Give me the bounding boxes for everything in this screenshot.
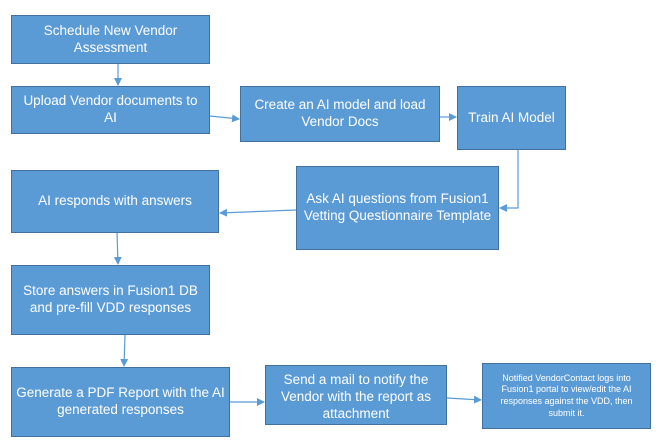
arrow-responds-to-store <box>113 232 122 265</box>
step-ask-ai-questions-label: Ask AI questions from Fusion1 Vetting Qu… <box>303 191 492 223</box>
arrow-send-mail-to-notified <box>446 395 482 404</box>
step-create-ai-model: Create an AI model and load Vendor Docs <box>240 86 440 142</box>
arrow-train-to-ask <box>499 150 519 212</box>
step-store-answers-label: Store answers in Fusion1 DB and pre-fill… <box>23 283 198 315</box>
step-upload-documents-label: Upload Vendor documents to AI <box>23 93 198 125</box>
arrow-upload-to-create-model <box>209 114 240 123</box>
arrow-store-to-generate <box>120 334 129 367</box>
step-train-ai-model: Train AI Model <box>457 86 566 150</box>
step-generate-pdf-report-label: Generate a PDF Report with the AI genera… <box>16 385 225 417</box>
step-ai-responds-label: AI responds with answers <box>38 193 192 209</box>
step-vendor-notified: Notified VendorContact logs into Fusion1… <box>482 363 651 429</box>
step-schedule-assessment-label: Schedule New Vendor Assessment <box>43 22 178 55</box>
step-ask-ai-questions: Ask AI questions from Fusion1 Vetting Qu… <box>296 166 499 250</box>
step-upload-documents: Upload Vendor documents to AI <box>11 86 210 134</box>
step-send-mail: Send a mail to notify the Vendor with th… <box>265 365 447 425</box>
step-create-ai-model-label: Create an AI model and load Vendor Docs <box>254 97 426 129</box>
step-vendor-notified-label: Notified VendorContact logs into Fusion1… <box>500 372 633 418</box>
step-schedule-assessment: Schedule New Vendor Assessment <box>11 15 210 64</box>
arrow-ask-to-responds <box>219 208 297 217</box>
step-ai-responds: AI responds with answers <box>11 170 219 233</box>
step-train-ai-model-label: Train AI Model <box>468 109 555 125</box>
step-send-mail-label: Send a mail to notify the Vendor with th… <box>280 372 432 421</box>
step-store-answers: Store answers in Fusion1 DB and pre-fill… <box>11 265 210 335</box>
step-generate-pdf-report: Generate a PDF Report with the AI genera… <box>11 367 230 437</box>
